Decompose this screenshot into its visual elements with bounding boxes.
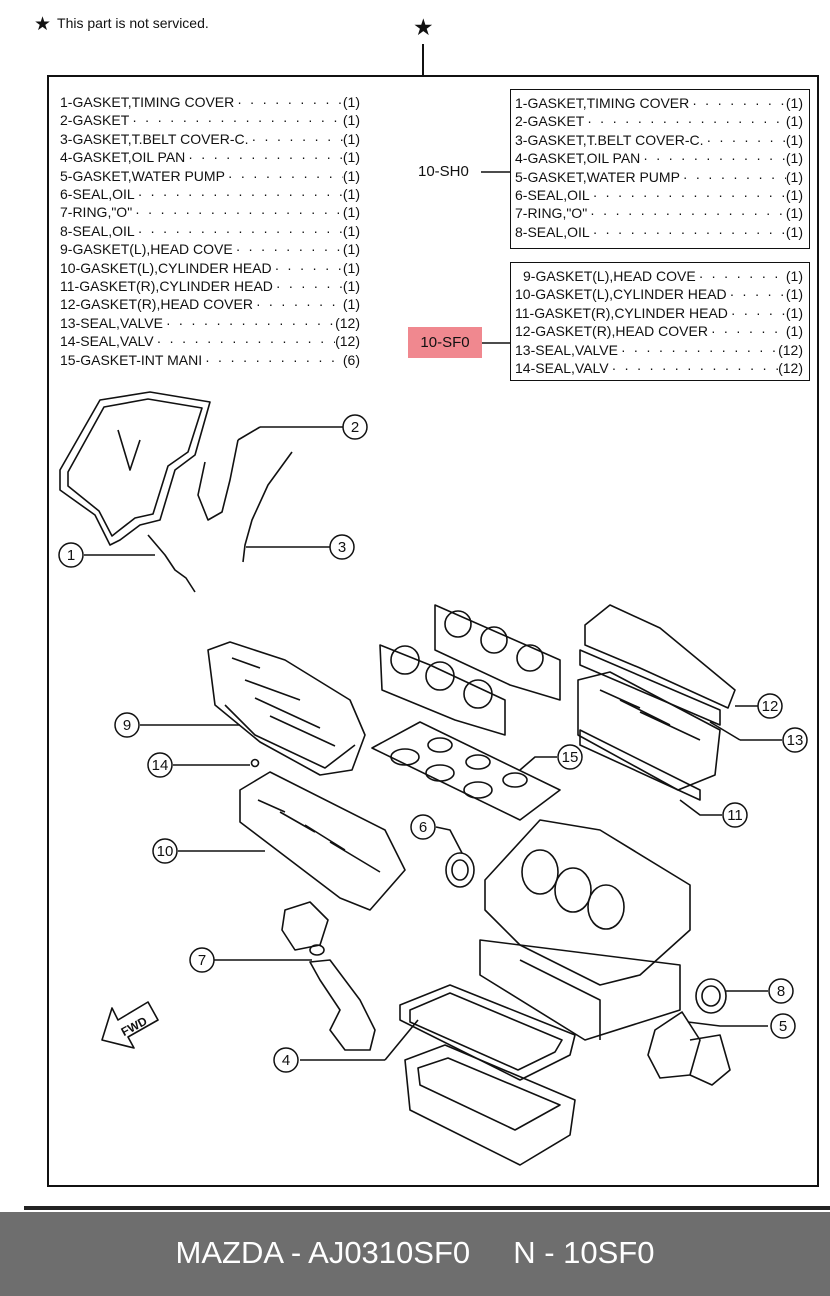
callout-label: 12 bbox=[762, 698, 779, 715]
subkit-sh0-label: 10-SH0 bbox=[418, 163, 469, 180]
parts-list-item: 15-GASKET-INT MANI· · · · · · · · · · · … bbox=[60, 351, 360, 368]
oil-seal-rear bbox=[695, 978, 727, 1014]
oil-pan-gasket bbox=[399, 984, 576, 1081]
parts-list-item: 5-GASKET,WATER PUMP· · · · · · · · · ·(1… bbox=[60, 167, 360, 184]
callout-label: 14 bbox=[152, 757, 169, 774]
callout-1 bbox=[58, 542, 84, 568]
parts-list-item: 4-GASKET,OIL PAN· · · · · · · · · · · · … bbox=[60, 149, 360, 166]
parts-list-item: 7-RING,"O"· · · · · · · · · · · · · · · … bbox=[60, 204, 360, 221]
timing-plate bbox=[281, 901, 329, 951]
subkit-item: 1-GASKET,TIMING COVER· · · · · · · · ·(1… bbox=[515, 95, 803, 111]
note-text: This part is not serviced. bbox=[57, 15, 209, 31]
subkit-item: 4-GASKET,OIL PAN· · · · · · · · · · · · … bbox=[515, 150, 803, 167]
parts-list-item: 13-SEAL,VALVE· · · · · · · · · · · · · ·… bbox=[60, 314, 360, 331]
callout-12 bbox=[757, 693, 783, 719]
callout-4 bbox=[273, 1047, 299, 1073]
callout-6 bbox=[410, 814, 436, 840]
oil-strainer bbox=[309, 959, 376, 1051]
subkit-sf0-box: 9-GASKET(L),HEAD COVE· · · · · · · · ·(1… bbox=[510, 262, 810, 381]
callout-label: 5 bbox=[779, 1018, 787, 1035]
star-icon: ★ bbox=[34, 14, 52, 35]
subkit-sh0-box: 1-GASKET,TIMING COVER· · · · · · · · ·(1… bbox=[510, 89, 810, 249]
parts-list-item: 3-GASKET,T.BELT COVER-C.· · · · · · · · … bbox=[60, 130, 360, 147]
callout-13 bbox=[782, 727, 808, 753]
o-ring bbox=[309, 944, 325, 956]
subkit-item: 8-SEAL,OIL· · · · · · · · · · · · · · · … bbox=[515, 223, 803, 240]
callout-15 bbox=[557, 744, 583, 770]
footer-bar bbox=[0, 1212, 830, 1296]
subkit-item: 14-SEAL,VALV· · · · · · · · · · · · · · … bbox=[515, 360, 803, 377]
engine-block bbox=[484, 819, 691, 986]
callout-10 bbox=[152, 838, 178, 864]
callout-9 bbox=[114, 712, 140, 738]
callout-label: 9 bbox=[123, 717, 131, 734]
callout-11 bbox=[722, 802, 748, 828]
timing-cover-gasket bbox=[59, 391, 211, 546]
callout-label: 15 bbox=[562, 749, 579, 766]
subkit-sf0-label: 10-SF0 bbox=[408, 327, 482, 358]
oil-pan bbox=[404, 1044, 576, 1166]
subkit-item: 10-GASKET(L),CYLINDER HEAD· · · · · ·(1) bbox=[515, 286, 803, 303]
cylinder-head-gasket-right bbox=[577, 671, 721, 791]
parts-list-item: 9-GASKET(L),HEAD COVE· · · · · · · · · ·… bbox=[60, 241, 360, 258]
subkit-item: 12-GASKET(R),HEAD COVER· · · · · · · · ·… bbox=[515, 323, 803, 340]
callout-label: 11 bbox=[727, 807, 743, 824]
callout-label: 8 bbox=[777, 983, 785, 1000]
callout-label: 2 bbox=[351, 419, 359, 436]
kit-connector-line bbox=[422, 44, 424, 76]
oil-seal-front bbox=[445, 852, 475, 888]
callout-5 bbox=[770, 1013, 796, 1039]
star-icon: ★ bbox=[413, 14, 434, 40]
callout-label: 1 bbox=[67, 547, 75, 564]
part-number-caption: MAZDA - AJ0310SF0 N - 10SF0 bbox=[175, 1235, 655, 1270]
callout-label: 7 bbox=[198, 952, 206, 969]
subkit-item: 2-GASKET· · · · · · · · · · · · · · · · … bbox=[515, 113, 803, 130]
gasket-3 bbox=[242, 451, 293, 563]
intake-manifold-gasket-block bbox=[379, 644, 506, 736]
parts-list-item: 12-GASKET(R),HEAD COVER· · · · · · · · ·… bbox=[60, 296, 360, 313]
subkit-item: 13-SEAL,VALVE· · · · · · · · · · · · · ·… bbox=[515, 341, 803, 358]
head-cover-left bbox=[207, 641, 366, 776]
parts-list-item: 1-GASKET,TIMING COVER· · · · · · · · · ·… bbox=[60, 94, 360, 110]
callout-label: 10 bbox=[157, 843, 174, 860]
cylinder-head-gasket-left bbox=[239, 771, 406, 911]
intake-manifold-gasket bbox=[371, 721, 561, 821]
belt-cover-seal bbox=[147, 534, 196, 593]
callout-label: 3 bbox=[338, 539, 346, 556]
callout-2 bbox=[342, 414, 368, 440]
callout-label: 6 bbox=[419, 819, 427, 836]
parts-list-item: 11-GASKET(R),CYLINDER HEAD· · · · · ·(1) bbox=[60, 278, 360, 295]
head-cover-right bbox=[584, 604, 736, 709]
subkit-item: 9-GASKET(L),HEAD COVE· · · · · · · · ·(1… bbox=[523, 268, 803, 284]
parts-list-item: 14-SEAL,VALV· · · · · · · · · · · · · · … bbox=[60, 333, 360, 350]
callout-7 bbox=[189, 947, 215, 973]
parts-list-item: 10-GASKET(L),CYLINDER HEAD· · · · · ·(1) bbox=[60, 259, 360, 276]
callout-label: 4 bbox=[282, 1052, 290, 1069]
callout-label: 13 bbox=[787, 732, 804, 749]
subkit-item: 7-RING,"O"· · · · · · · · · · · · · · · … bbox=[515, 205, 803, 222]
not-serviced-note: ★ This part is not serviced. bbox=[34, 13, 209, 36]
parts-list-item: 2-GASKET· · · · · · · · · · · · · · · · … bbox=[60, 112, 360, 129]
callout-14 bbox=[147, 752, 173, 778]
subkit-item: 6-SEAL,OIL· · · · · · · · · · · · · · · … bbox=[515, 187, 803, 204]
subkit-item: 5-GASKET,WATER PUMP· · · · · · · · · ·(1… bbox=[515, 168, 803, 185]
parts-list-item: 6-SEAL,OIL· · · · · · · · · · · · · · · … bbox=[60, 186, 360, 203]
fwd-arrow-icon bbox=[101, 1001, 159, 1049]
footer-divider bbox=[24, 1206, 830, 1210]
parts-list: 1-GASKET,TIMING COVER· · · · · · · · · ·… bbox=[60, 93, 360, 369]
gasket-2 bbox=[197, 439, 239, 521]
diagram-frame bbox=[47, 75, 819, 1187]
subkit-item: 11-GASKET(R),CYLINDER HEAD· · · · · ·(1) bbox=[515, 304, 803, 321]
callout-8 bbox=[768, 978, 794, 1004]
parts-list-item: 8-SEAL,OIL· · · · · · · · · · · · · · · … bbox=[60, 222, 360, 239]
subkit-item: 3-GASKET,T.BELT COVER-C.· · · · · · · ·(… bbox=[515, 131, 803, 148]
callout-3 bbox=[329, 534, 355, 560]
